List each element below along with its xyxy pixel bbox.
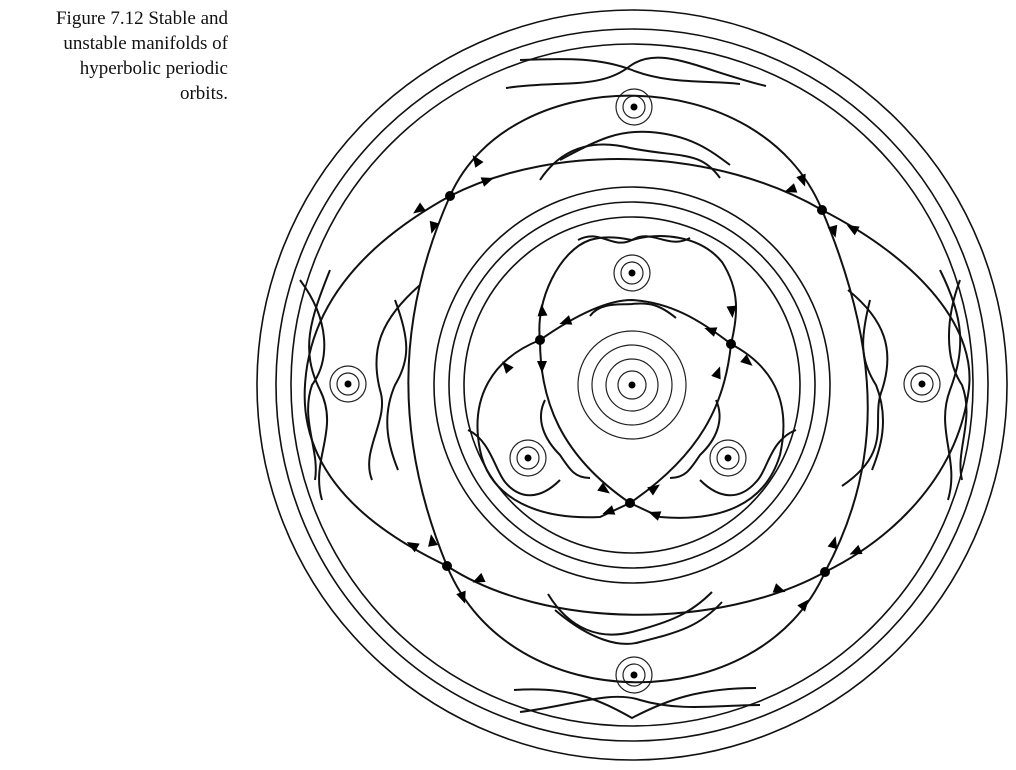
tangle-top-inner-2 <box>559 130 731 166</box>
inner-manifold-arc-right <box>629 343 732 504</box>
inner-tangle-mid-top <box>589 302 677 319</box>
figure-caption: Figure 7.12 Stable and unstable manifold… <box>0 6 228 106</box>
tangle-right-inner-2 <box>862 299 884 471</box>
inner-tangle-right-2 <box>669 399 721 479</box>
inner-tangle-right <box>699 429 797 497</box>
middle-invariant-circle-3 <box>463 216 801 554</box>
tangle-bottom-inner <box>547 591 713 636</box>
tangle-right-outer <box>939 269 962 501</box>
inner-tangle-top <box>577 235 691 244</box>
outer-invariant-circle-2 <box>290 43 974 727</box>
tangle-left-inner <box>368 284 421 481</box>
tangle-top-outer <box>505 56 767 89</box>
inner-manifold-right-lobe <box>629 343 785 519</box>
inner-elliptic-island-right <box>709 439 747 477</box>
inner-elliptic-island-top <box>613 254 651 292</box>
tangle-left-outer <box>308 269 331 501</box>
inner-tangle-left <box>467 429 561 497</box>
middle-invariant-circle-2 <box>448 201 816 569</box>
inner-elliptic-island-left <box>509 439 547 477</box>
inner-manifold-arc-top <box>539 298 732 345</box>
manifold-arrowheads <box>406 155 863 612</box>
caption-line-1: Figure 7.12 Stable and <box>55 8 228 29</box>
tangle-bottom-outer-2 <box>519 695 761 713</box>
outer-invariant-circle <box>275 28 989 742</box>
tangle-bottom-inner-2 <box>554 601 723 645</box>
tangle-bottom-outer <box>513 687 757 720</box>
central-elliptic-point <box>577 330 687 440</box>
outer-hyperbolic-points <box>442 191 830 577</box>
inner-tangle-left-2 <box>540 399 591 479</box>
outer-manifold-horizontal-ellipse <box>303 158 971 616</box>
tangle-top-inner <box>539 143 721 181</box>
inner-hyperbolic-points <box>535 335 736 508</box>
inner-manifold-left-lobe <box>476 339 631 519</box>
tangle-right-outer-2 <box>948 279 968 481</box>
tangle-right-inner <box>841 289 889 487</box>
caption-line-3: hyperbolic periodic <box>79 58 228 79</box>
tangle-top-outer-2 <box>519 58 741 85</box>
tangle-left-outer-2 <box>299 279 326 481</box>
outer-elliptic-island-bottom <box>615 656 653 694</box>
outer-elliptic-island-right <box>903 365 941 403</box>
outer-elliptic-island-left <box>329 365 367 403</box>
caption-line-2: unstable manifolds of <box>63 33 228 54</box>
tangle-left-inner-2 <box>386 299 408 471</box>
outer-boundary-circle <box>256 9 1008 761</box>
outer-elliptic-island-top <box>615 88 653 126</box>
caption-line-4: orbits. <box>179 83 228 104</box>
middle-invariant-circle-1 <box>433 186 831 584</box>
